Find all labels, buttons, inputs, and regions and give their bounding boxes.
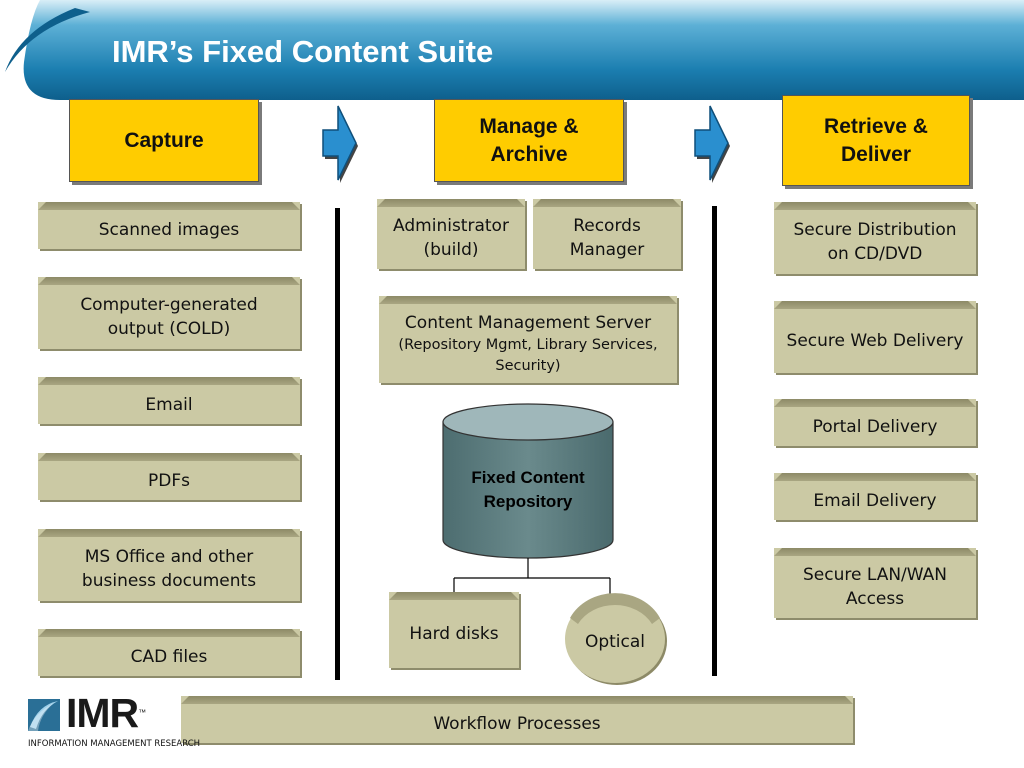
item-label: Computer-generated output (COLD) (80, 295, 258, 339)
column-divider (335, 208, 340, 680)
deliver-item-lan-wan: Secure LAN/WAN Access (774, 548, 976, 618)
item-label: Secure LAN/WAN Access (802, 565, 947, 609)
capture-item-scanned-images: Scanned images (38, 202, 300, 249)
item-label: Secure Distribution on CD/DVD (793, 220, 957, 264)
item-label: PDFs (148, 470, 190, 491)
deliver-item-portal: Portal Delivery (774, 399, 976, 446)
header-banner (0, 0, 1024, 100)
logo-name: IMR (66, 690, 139, 736)
capture-item-pdfs: PDFs (38, 453, 300, 500)
stage-retrieve-deliver: Retrieve & Deliver (782, 95, 970, 186)
item-label: Administrator (build) (393, 216, 509, 260)
stage-capture: Capture (69, 99, 259, 182)
item-label: Portal Delivery (812, 416, 938, 437)
flow-arrow-icon (322, 105, 358, 183)
stage-retrieve-label: Retrieve & Deliver (824, 114, 928, 166)
deliver-item-cd-dvd: Secure Distribution on CD/DVD (774, 202, 976, 274)
logo-wordmark: IMR™ (66, 690, 146, 736)
capture-item-cad-files: CAD files (38, 629, 300, 676)
capture-item-ms-office: MS Office and other business documents (38, 529, 300, 601)
repository-label: Fixed Content Repository (471, 468, 585, 511)
workflow-processes-bar: Workflow Processes (181, 696, 853, 743)
storage-hard-disks: Hard disks (389, 592, 519, 668)
column-divider (712, 206, 717, 676)
item-label: MS Office and other business documents (81, 547, 257, 591)
stage-manage-archive: Manage & Archive (434, 99, 624, 182)
flow-arrow-icon (694, 105, 730, 183)
deliver-item-web: Secure Web Delivery (774, 301, 976, 373)
page-title: IMR’s Fixed Content Suite (112, 34, 494, 69)
storage-optical-label: Optical (584, 632, 646, 652)
item-label: Hard disks (409, 624, 499, 644)
capture-item-email: Email (38, 377, 300, 424)
item-label: CAD files (130, 646, 208, 667)
stage-manage-label: Manage & Archive (479, 114, 579, 166)
imr-logo (28, 699, 60, 731)
content-management-server: Content Management Server (Repository Mg… (379, 296, 677, 383)
cms-subtitle: (Repository Mgmt, Library Services, Secu… (398, 336, 658, 374)
cms-title: Content Management Server (404, 312, 652, 333)
repository-diagram (442, 403, 614, 605)
item-label: Records Manager (569, 216, 645, 260)
deliver-item-email: Email Delivery (774, 473, 976, 520)
workflow-label: Workflow Processes (433, 713, 601, 734)
item-label: Email (145, 394, 193, 415)
item-label: Secure Web Delivery (786, 331, 964, 351)
logo-trademark: ™ (138, 708, 146, 717)
item-label: Scanned images (98, 219, 240, 240)
item-label: Email Delivery (813, 490, 937, 511)
stage-capture-label: Capture (124, 128, 204, 152)
manage-item-administrator: Administrator (build) (377, 199, 525, 269)
capture-item-cold: Computer-generated output (COLD) (38, 277, 300, 349)
manage-item-records-manager: Records Manager (533, 199, 681, 269)
logo-tagline: INFORMATION MANAGEMENT RESEARCH (28, 739, 201, 749)
optical-disc-icon (565, 593, 667, 685)
